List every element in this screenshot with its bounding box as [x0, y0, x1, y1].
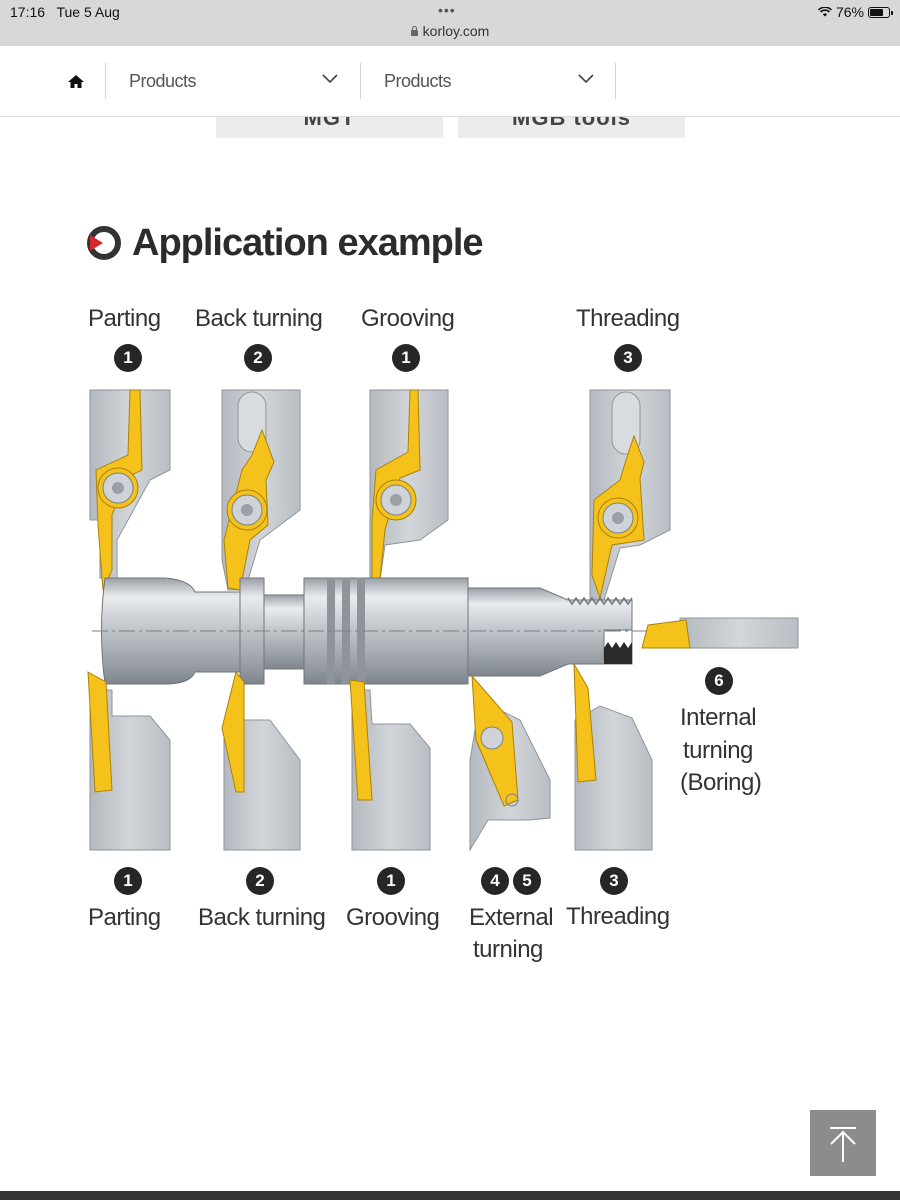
label-top-threading: Threading — [576, 305, 680, 332]
section-heading: Application example — [86, 218, 484, 268]
top-threading-tool — [589, 389, 671, 601]
badge-bottom-back-turning: 2 — [246, 867, 274, 895]
wifi-icon — [818, 7, 832, 17]
status-right: 76% — [818, 4, 893, 20]
address-bar[interactable]: korloy.com — [0, 23, 900, 39]
nav-divider — [360, 63, 361, 99]
boring-bar — [641, 617, 799, 649]
badge-external-turning-4: 4 — [481, 867, 509, 895]
nav-divider — [615, 63, 616, 99]
products-dropdown-2[interactable]: Products — [360, 46, 615, 116]
chevron-down-icon — [578, 74, 594, 84]
dropdown-label: Products — [129, 71, 197, 91]
label-bottom-back-turning: Back turning — [198, 904, 326, 931]
tab-mgt[interactable]: MGT — [216, 117, 443, 138]
bottom-back-turning-tool — [221, 670, 301, 851]
bottom-grooving-tool — [349, 679, 431, 851]
dropdown-label: Products — [384, 71, 452, 91]
badge-top-grooving: 1 — [392, 344, 420, 372]
label-bottom-threading: Threading — [566, 903, 670, 930]
badge-top-parting: 1 — [114, 344, 142, 372]
back-to-top-button[interactable] — [810, 1110, 876, 1176]
top-parting-tool — [89, 389, 171, 591]
label-top-back-turning: Back turning — [195, 305, 323, 332]
bottom-parting-tool — [87, 671, 171, 851]
status-bar: 17:16 Tue 5 Aug ••• korloy.com 76% — [0, 0, 900, 46]
section-bullet-icon — [87, 226, 121, 260]
label-top-grooving: Grooving — [361, 305, 455, 332]
battery-level — [870, 8, 883, 16]
label-internal-turning-2: turning — [683, 737, 753, 764]
page-title: Application example — [132, 221, 484, 264]
badge-top-threading: 3 — [614, 344, 642, 372]
home-icon[interactable] — [62, 68, 90, 94]
label-external-turning-1: External — [469, 904, 554, 931]
workpiece-shaft — [92, 577, 660, 685]
badge-bottom-grooving: 1 — [377, 867, 405, 895]
badge-bottom-threading: 3 — [600, 867, 628, 895]
bottom-external-turning-tool — [469, 674, 551, 852]
products-dropdown-1[interactable]: Products — [105, 46, 360, 116]
battery-percent: 76% — [835, 4, 864, 20]
chevron-down-icon — [322, 74, 338, 84]
badge-internal-turning: 6 — [705, 667, 733, 695]
url-text: korloy.com — [422, 23, 490, 39]
label-external-turning-2: turning — [473, 936, 543, 963]
tab-label: MGT — [303, 117, 356, 130]
more-dots-icon[interactable]: ••• — [438, 2, 456, 18]
top-back-turning-tool — [221, 389, 301, 591]
tab-label: MGB tools — [512, 117, 631, 130]
badge-bottom-parting: 1 — [114, 867, 142, 895]
badge-external-turning-5: 5 — [513, 867, 541, 895]
label-internal-turning-3: (Boring) — [680, 769, 762, 796]
bottom-bar — [0, 1191, 900, 1200]
label-top-parting: Parting — [88, 305, 161, 332]
nav-divider — [105, 63, 106, 99]
tab-mgb-tools[interactable]: MGB tools — [458, 117, 685, 138]
bottom-threading-tool — [573, 663, 653, 851]
label-bottom-grooving: Grooving — [346, 904, 440, 931]
lock-icon — [410, 26, 418, 36]
top-grooving-tool — [369, 389, 449, 581]
battery-icon — [868, 6, 893, 18]
label-bottom-parting: Parting — [88, 904, 161, 931]
label-internal-turning-1: Internal — [680, 704, 757, 731]
badge-top-back-turning: 2 — [244, 344, 272, 372]
status-time-date: 17:16 Tue 5 Aug — [10, 4, 120, 20]
arrow-up-icon — [830, 1127, 856, 1162]
breadcrumb-nav: Products Products — [0, 46, 900, 117]
